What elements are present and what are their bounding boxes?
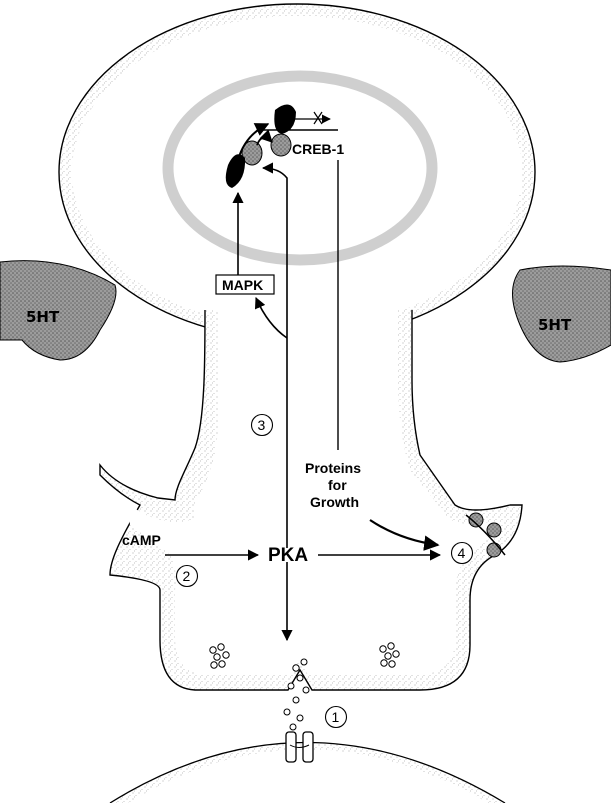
creb-1-molecule [271,134,291,156]
serotonin-right-label: 5HT [538,316,572,334]
step-4-marker: 4 [452,543,473,564]
mapk-label: MAPK [222,277,263,293]
step-2-marker: 2 [177,566,198,587]
serotonin-neuron-right [513,266,611,362]
step-2-number: 2 [183,568,191,584]
camp-label: cAMP [122,532,161,548]
pka-label: PKA [268,545,308,566]
step-3-marker: 3 [252,415,273,436]
growth-label: Growth [310,494,359,510]
step-1-number: 1 [332,709,340,725]
step-3-number: 3 [258,417,266,433]
nucleus-inner [175,82,425,254]
step-1-marker: 1 [326,707,347,728]
creb-label: CREB-1 [292,141,344,157]
proteins-label: Proteins [305,460,361,476]
for-label: for [328,477,347,493]
step-4-number: 4 [458,545,466,561]
serotonin-left-label: 5HT [26,308,60,326]
